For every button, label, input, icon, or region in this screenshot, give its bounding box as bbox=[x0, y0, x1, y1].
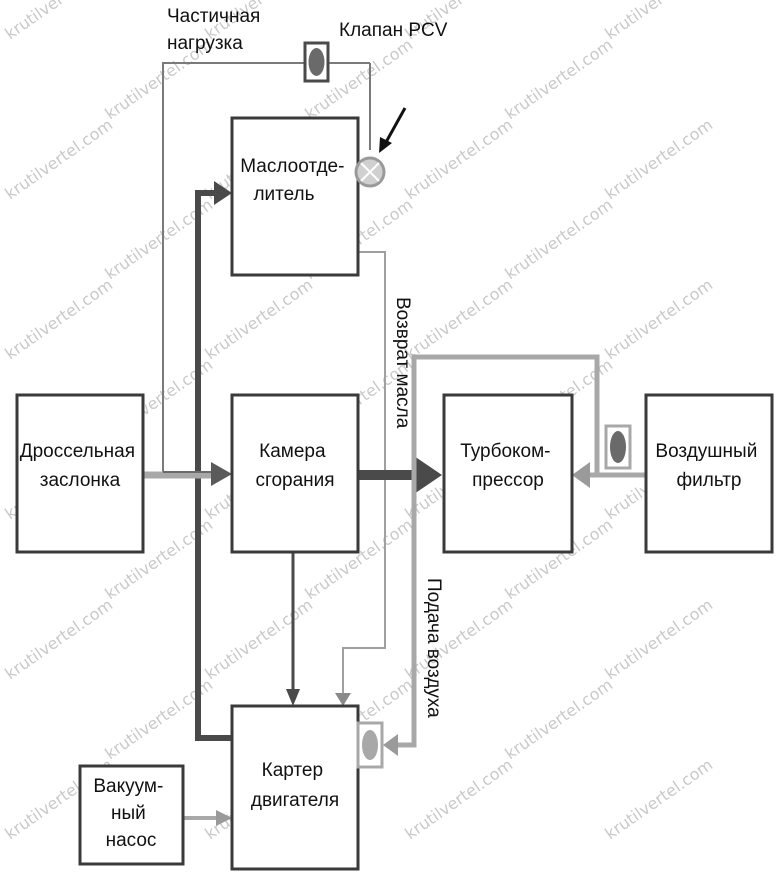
pcv-pointer-arrow bbox=[379, 107, 407, 153]
watermark-text: krutilvertel.com bbox=[501, 35, 616, 123]
watermark-text: krutilvertel.com bbox=[1, 595, 116, 683]
crankcase-label: Картер двигателя bbox=[251, 760, 339, 811]
partial-load-line bbox=[162, 62, 371, 475]
partial-load-valve bbox=[303, 41, 330, 83]
turbo-inlet-arrowhead bbox=[414, 456, 442, 494]
air-supply-line bbox=[398, 354, 646, 748]
oil-return-arrowhead bbox=[335, 693, 351, 706]
turbo-outlet-arrowhead bbox=[572, 462, 590, 488]
pcv-valve-label: Клапан PCV bbox=[339, 20, 448, 41]
pcv-valve-icon bbox=[354, 156, 386, 188]
watermark-text: krutilvertel.com bbox=[1, 275, 116, 363]
throttle-label: Дроссельная заслонка bbox=[20, 441, 141, 491]
watermark-text: krutilvertel.com bbox=[401, 275, 516, 363]
separator-inlet-arrowhead bbox=[214, 181, 232, 205]
watermark-text: krutilvertel.com bbox=[401, 755, 516, 843]
air-filter-label: Воздушный фильтр bbox=[655, 441, 762, 491]
watermark-text: krutilvertel.com bbox=[601, 595, 716, 683]
watermark-text: krutilvertel.com bbox=[501, 195, 616, 283]
watermark-text: krutilvertel.com bbox=[601, 755, 716, 843]
combustion-chamber-box bbox=[230, 393, 360, 554]
watermark-text: krutilvertel.com bbox=[601, 115, 716, 203]
crankcase-valve bbox=[356, 721, 384, 769]
air-supply-label: Подача воздуха bbox=[423, 578, 444, 718]
watermark-text: krutilvertel.com bbox=[401, 595, 516, 683]
crankcase-air-arrowhead bbox=[383, 734, 398, 756]
oil-separator-box bbox=[230, 116, 360, 277]
crankcase-box bbox=[230, 704, 360, 871]
air-filter-valve bbox=[604, 424, 632, 470]
watermark-text: krutilvertel.com bbox=[201, 275, 316, 363]
vacuum-pump-box bbox=[78, 764, 185, 866]
combustion-inlet-arrowhead bbox=[211, 462, 232, 486]
crankcase-to-separator-line bbox=[195, 190, 232, 741]
watermark-text: krutilvertel.com bbox=[201, 595, 316, 683]
watermark-text: krutilvertel.com bbox=[401, 115, 516, 203]
watermark-text: krutilvertel.com bbox=[601, 275, 716, 363]
oil-return-line bbox=[342, 251, 386, 695]
watermark-text: krutilvertel.com bbox=[1, 115, 116, 203]
turbocharger-box bbox=[442, 393, 574, 554]
air-filter-box bbox=[644, 393, 774, 554]
oil-return-label: Возврат масла bbox=[392, 297, 413, 429]
watermark-text: krutilvertel.com bbox=[501, 675, 616, 763]
combustion-chamber-label: Камера сгорания bbox=[255, 441, 334, 491]
vacuum-outlet-arrowhead bbox=[216, 810, 232, 826]
watermark-text: krutilvertel.com bbox=[1, 0, 116, 43]
partial-load-label: Частичная нагрузка bbox=[167, 6, 266, 54]
crankcase-inlet-arrowhead bbox=[286, 689, 300, 706]
throttle-box bbox=[15, 393, 145, 554]
oil-separator-label: Маслоотде- литель bbox=[240, 156, 349, 205]
watermark-text: krutilvertel.com bbox=[601, 0, 716, 43]
vacuum-pump-label: Вакуум- ный насос bbox=[93, 776, 168, 851]
turbocharger-label: Турбоком- прессор bbox=[460, 441, 556, 491]
